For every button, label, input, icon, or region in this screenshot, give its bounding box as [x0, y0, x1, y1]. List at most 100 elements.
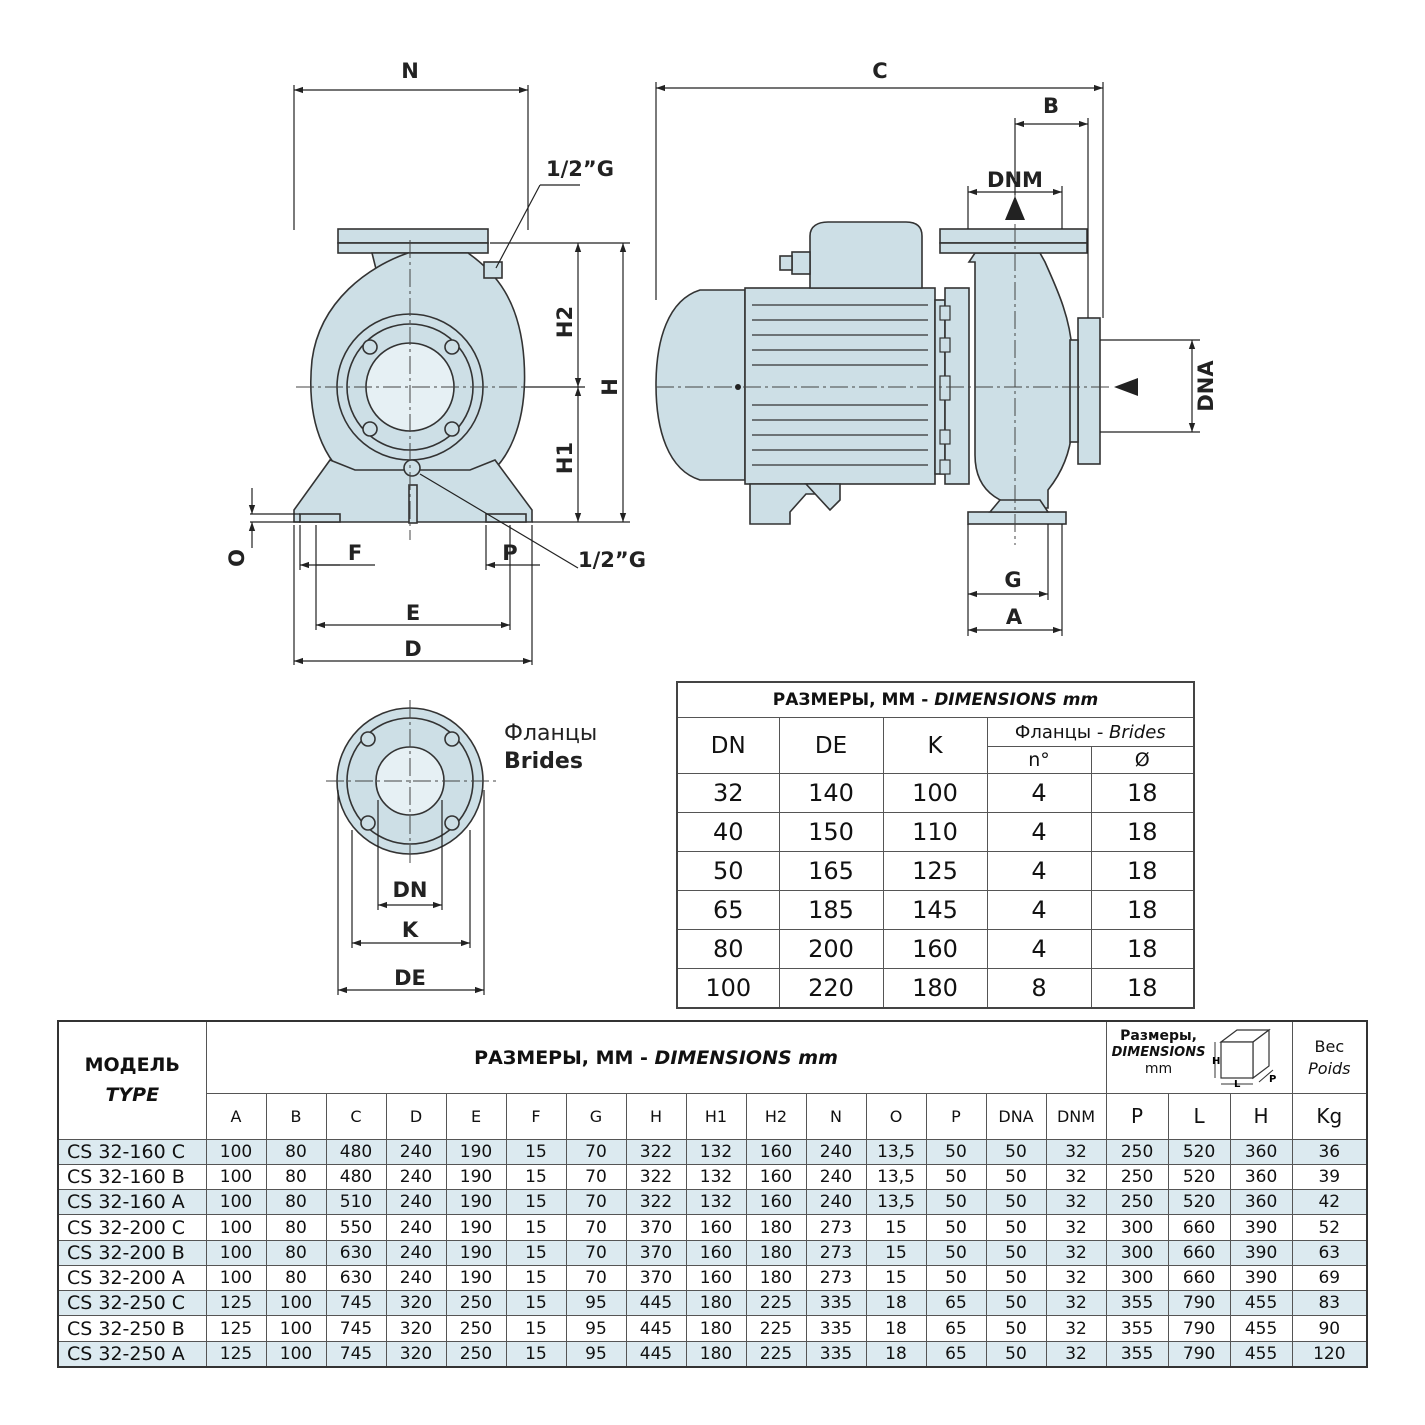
flange-centerlines: [326, 700, 500, 865]
dimension-cell: 70: [565, 1163, 627, 1191]
dimension-cell: 80: [265, 1189, 327, 1216]
dimension-cell: 50: [985, 1163, 1047, 1191]
dimension-cell: 660: [1167, 1214, 1231, 1241]
dimension-cell: 13,5: [865, 1138, 927, 1165]
dimension-cell: 32: [1045, 1214, 1107, 1241]
dimension-cell: 100: [205, 1239, 267, 1266]
dimension-cell: 250: [1105, 1138, 1169, 1165]
terminal-box: [809, 221, 923, 289]
dim-label-dna: DNA: [1194, 360, 1218, 412]
dimension-cell: 50: [925, 1138, 987, 1165]
flange-dimensions-table: РАЗМЕРЫ, ММ - DIMENSIONS mm DN DE K Флан…: [676, 681, 1196, 1009]
dimension-cell: 32: [1045, 1189, 1107, 1216]
dimension-cell: 190: [445, 1138, 507, 1165]
bolt-hole: [444, 339, 460, 355]
flange-cell: 4: [986, 851, 1092, 891]
dimension-cell: 180: [745, 1264, 807, 1292]
dimension-cell: 322: [625, 1163, 687, 1191]
dimension-cell: 790: [1167, 1340, 1231, 1368]
flange-cell: 200: [778, 929, 884, 969]
dimension-cell: 70: [565, 1214, 627, 1241]
dimension-cell: 50: [925, 1264, 987, 1292]
dimension-cell: 520: [1167, 1189, 1231, 1216]
model-name-cell: CS 32-250 A: [57, 1340, 207, 1368]
flange-cell: 50: [676, 851, 780, 891]
dimension-cell: 70: [565, 1264, 627, 1292]
dimension-cell: 320: [385, 1340, 447, 1368]
model-name-cell: CS 32-160 A: [57, 1189, 207, 1216]
dimension-cell: 18: [865, 1340, 927, 1368]
discharge-flange: [337, 228, 489, 244]
foot-pad-left: [299, 513, 341, 523]
dimension-cell: 50: [985, 1239, 1047, 1266]
dimension-cell: 15: [865, 1264, 927, 1292]
dimension-cell: 480: [325, 1138, 387, 1165]
front-dimensions: [248, 85, 630, 665]
dimension-cell: 273: [805, 1214, 867, 1241]
dim-label-n: N: [401, 59, 419, 83]
dimension-cell: 100: [265, 1315, 327, 1342]
side-discharge-flange-lower: [939, 242, 1088, 254]
model-name-cell: CS 32-200 C: [57, 1214, 207, 1241]
dim-label-h: H: [598, 378, 622, 396]
foot-pad-right: [485, 513, 527, 523]
dimension-cell: 455: [1229, 1290, 1293, 1317]
dimension-cell: 160: [745, 1163, 807, 1191]
flange-table-title: РАЗМЕРЫ, ММ - DIMENSIONS mm: [676, 681, 1195, 718]
bracket-bolts: [939, 305, 951, 475]
dimension-cell: 100: [265, 1340, 327, 1368]
dimension-cell: 240: [805, 1163, 867, 1191]
dimension-cell: 100: [205, 1163, 267, 1191]
side-suction-neck: [1069, 339, 1079, 443]
dimension-cell: 42: [1291, 1189, 1368, 1216]
dimension-cell: 240: [385, 1189, 447, 1216]
dimension-cell: 250: [445, 1340, 507, 1368]
dimension-cell: 50: [985, 1290, 1047, 1317]
cable-gland-nut: [779, 255, 793, 271]
dim-label-k: K: [402, 918, 419, 942]
flange-col-de: DE: [778, 717, 884, 774]
dimension-cell: 300: [1105, 1264, 1169, 1292]
flange-cell: 40: [676, 812, 780, 852]
dimension-cell: 70: [565, 1189, 627, 1216]
dimension-cell: 15: [505, 1340, 567, 1368]
side-dimensions: [655, 82, 1200, 636]
dimension-cell: 273: [805, 1239, 867, 1266]
model-name-cell: CS 32-250 C: [57, 1290, 207, 1317]
model-name-cell: CS 32-250 B: [57, 1315, 207, 1342]
dimension-cell: 355: [1105, 1315, 1169, 1342]
dimension-cell: 15: [505, 1239, 567, 1266]
dimension-cell: 370: [625, 1214, 687, 1241]
drain-plug: [403, 459, 421, 477]
dimension-cell: 65: [925, 1290, 987, 1317]
dimension-cell: 70: [565, 1138, 627, 1165]
dimension-cell: 445: [625, 1340, 687, 1368]
flange-cell: 100: [676, 968, 780, 1009]
dimension-cell: 520: [1167, 1138, 1231, 1165]
dimension-cell: 480: [325, 1163, 387, 1191]
model-name-cell: CS 32-160 B: [57, 1163, 207, 1191]
dimension-cell: 15: [505, 1315, 567, 1342]
dimension-cell: 15: [505, 1264, 567, 1292]
dimension-cell: 320: [385, 1315, 447, 1342]
dimension-cell: 240: [385, 1214, 447, 1241]
dimension-cell: 95: [565, 1315, 627, 1342]
flange-cell: 18: [1090, 929, 1195, 969]
column-header: N: [805, 1093, 867, 1140]
dim-label-e: E: [406, 601, 420, 625]
dimension-cell: 90: [1291, 1315, 1368, 1342]
dimension-cell: 190: [445, 1189, 507, 1216]
dimension-cell: 36: [1291, 1138, 1368, 1165]
dimension-cell: 225: [745, 1340, 807, 1368]
dimension-cell: 50: [985, 1214, 1047, 1241]
dimension-cell: 455: [1229, 1315, 1293, 1342]
flange-cell: 180: [882, 968, 988, 1009]
dimension-cell: 250: [445, 1290, 507, 1317]
dimension-cell: 180: [685, 1315, 747, 1342]
dimension-cell: 18: [865, 1290, 927, 1317]
